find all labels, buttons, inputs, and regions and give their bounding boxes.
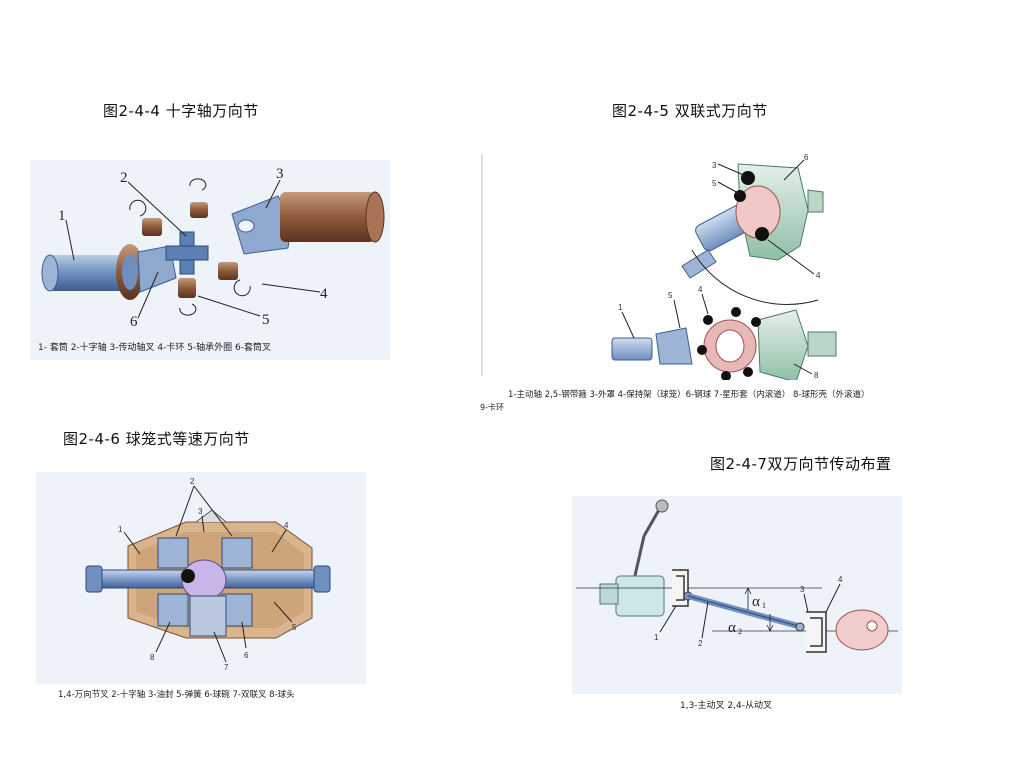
callout-3: 3 xyxy=(712,161,717,170)
callout-5: 5 xyxy=(712,179,717,188)
callout-1: 1 xyxy=(654,633,659,642)
callout-2: 2 xyxy=(190,477,195,486)
figure-legend-2-4-5-extra: 9-卡环 xyxy=(480,403,504,412)
angle-alpha-2: α xyxy=(728,620,736,636)
ball-cage-joint-illustration: 2 3 1 4 5 6 7 8 xyxy=(36,472,366,684)
figure-caption-2-4-4: 图2-4-4 十字轴万向节 xyxy=(103,102,259,120)
callout-8: 8 xyxy=(814,371,819,380)
callout-3: 3 xyxy=(276,166,284,182)
callout-4: 4 xyxy=(320,286,328,302)
callout-4: 4 xyxy=(698,285,703,294)
callout-4: 4 xyxy=(838,575,843,584)
angle-alpha-1: α xyxy=(752,594,760,610)
callout-4: 4 xyxy=(816,271,821,280)
callout-2: 2 xyxy=(698,639,703,648)
figure-caption-2-4-6: 图2-4-6 球笼式等速万向节 xyxy=(63,430,250,448)
callout-3: 3 xyxy=(198,507,203,516)
angle-alpha-1-subscript: 1 xyxy=(762,601,766,610)
callout-4: 4 xyxy=(284,521,289,530)
callout-1: 1 xyxy=(618,303,623,312)
double-joint-layout-diagram: α 1 α 2 1 2 3 4 xyxy=(572,496,902,694)
figure-caption-2-4-7: 图2-4-7双万向节传动布置 xyxy=(710,455,892,473)
callout-6: 6 xyxy=(804,153,809,162)
callout-5: 5 xyxy=(292,623,297,632)
callout-2: 2 xyxy=(120,170,128,186)
double-joint-illustration: 3 5 6 4 1 5 4 8 xyxy=(478,150,933,380)
figure-legend-2-4-6: 1,4-万向节叉 2-十字轴 3-油封 5-弹簧 6-球碗 7-双联叉 8-球头 xyxy=(58,690,295,700)
figure-legend-2-4-7: 1,3-主动叉 2,4-从动叉 xyxy=(680,701,772,711)
callout-5: 5 xyxy=(668,291,673,300)
callout-8: 8 xyxy=(150,653,155,662)
figure-legend-2-4-5: 1-主动轴 2,5-钢带箍 3-外罩 4-保持架（球笼）6-钢球 7-星形套（内… xyxy=(508,390,870,400)
figure-legend-2-4-4: 1- 套筒 2-十字轴 3-传动轴叉 4-卡环 5-轴承外圈 6-套筒叉 xyxy=(38,343,272,353)
callout-7: 7 xyxy=(224,663,229,672)
cross-shaft-joint-illustration: 1 2 3 4 5 6 xyxy=(30,160,390,360)
figure-caption-2-4-5: 图2-4-5 双联式万向节 xyxy=(612,102,768,120)
angle-alpha-2-subscript: 2 xyxy=(738,627,742,636)
callout-6: 6 xyxy=(244,651,249,660)
callout-5: 5 xyxy=(262,312,270,328)
callout-6: 6 xyxy=(130,314,138,330)
callout-3: 3 xyxy=(800,585,805,594)
callout-1: 1 xyxy=(118,525,123,534)
callout-1: 1 xyxy=(58,208,66,224)
